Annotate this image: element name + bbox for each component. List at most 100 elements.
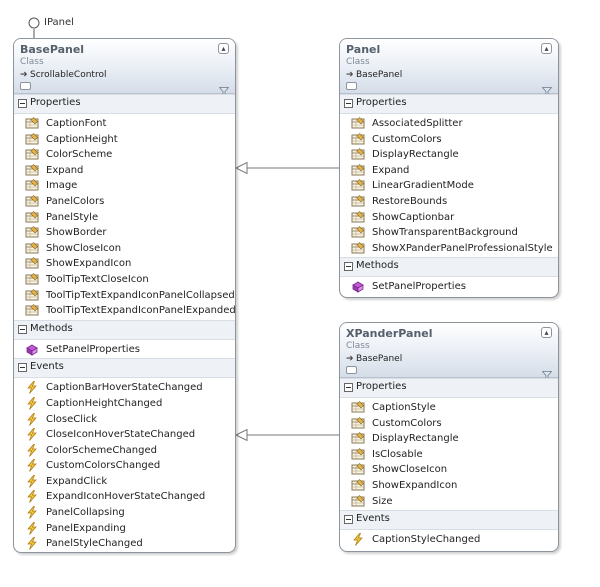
member-setpanelproperties[interactable]: SetPanelProperties <box>14 342 235 358</box>
member-expand[interactable]: Expand <box>340 163 558 179</box>
member-panelstylechanged[interactable]: PanelStyleChanged <box>14 536 235 552</box>
member-panelcollapsing[interactable]: PanelCollapsing <box>14 505 235 521</box>
section-collapse-toggle-icon[interactable] <box>344 515 353 525</box>
section-header-events[interactable]: Events <box>340 510 558 531</box>
member-customcolorschanged[interactable]: CustomColorsChanged <box>14 458 235 474</box>
member-captionstylechanged[interactable]: CaptionStyleChanged <box>340 532 558 548</box>
section-collapse-toggle-icon[interactable] <box>18 363 27 373</box>
member-size[interactable]: Size <box>340 494 558 510</box>
collapse-chevron-icon[interactable]: ▴ <box>541 43 552 54</box>
member-displayrectangle[interactable]: DisplayRectangle <box>340 147 558 163</box>
event-icon <box>25 412 39 426</box>
member-panelstyle[interactable]: PanelStyle <box>14 210 235 226</box>
member-panelcolors[interactable]: PanelColors <box>14 194 235 210</box>
member-showxpanderpanelprofessionalstyle[interactable]: ShowXPanderPanelProfessionalStyle <box>340 241 558 257</box>
section-collapse-toggle-icon[interactable] <box>18 99 27 108</box>
member-name: ShowExpandIcon <box>46 258 132 270</box>
expand-base-toggle[interactable] <box>346 82 357 90</box>
member-expand[interactable]: Expand <box>14 163 235 179</box>
section-title: Properties <box>356 381 407 392</box>
section-header-methods[interactable]: Methods <box>340 257 558 278</box>
member-customcolors[interactable]: CustomColors <box>340 132 558 148</box>
event-icon <box>25 381 39 395</box>
expand-base-toggle[interactable] <box>20 82 31 90</box>
property-icon <box>25 304 39 317</box>
member-setpanelproperties[interactable]: SetPanelProperties <box>340 279 558 295</box>
member-name: PanelCollapsing <box>46 507 125 519</box>
member-showtransparentbackground[interactable]: ShowTransparentBackground <box>340 225 558 241</box>
inheritance-arrowhead-panel <box>234 161 248 175</box>
member-image[interactable]: Image <box>14 178 235 194</box>
member-captionstyle[interactable]: CaptionStyle <box>340 400 558 416</box>
event-icon <box>25 443 39 457</box>
member-name: DisplayRectangle <box>372 149 459 161</box>
member-panelexpanding[interactable]: PanelExpanding <box>14 521 235 537</box>
collapse-chevron-icon[interactable]: ▴ <box>218 43 229 54</box>
member-name: ShowCloseIcon <box>46 242 122 254</box>
filter-icon[interactable] <box>541 81 553 97</box>
section-collapse-toggle-icon[interactable] <box>344 383 353 392</box>
member-closeclick[interactable]: CloseClick <box>14 412 235 428</box>
member-customcolors[interactable]: CustomColors <box>340 416 558 432</box>
event-icon <box>25 428 39 441</box>
member-colorschemechanged[interactable]: ColorSchemeChanged <box>14 443 235 459</box>
section-header-methods[interactable]: Methods <box>14 319 235 340</box>
member-expandclick[interactable]: ExpandClick <box>14 474 235 490</box>
member-tooltiptextcloseicon[interactable]: ToolTipTextCloseIcon <box>14 272 235 288</box>
member-captionfont[interactable]: CaptionFont <box>14 116 235 132</box>
section-title: Methods <box>30 322 73 334</box>
member-isclosable[interactable]: IsClosable <box>340 447 558 463</box>
section-header-properties[interactable]: Properties <box>14 94 235 114</box>
member-captionheight[interactable]: CaptionHeight <box>14 132 235 148</box>
filter-icon[interactable] <box>541 365 553 381</box>
event-icon <box>25 459 39 473</box>
property-icon <box>351 195 365 208</box>
section-title: Methods <box>356 260 399 272</box>
member-showcaptionbar[interactable]: ShowCaptionbar <box>340 210 558 226</box>
member-name: Expand <box>372 164 410 176</box>
member-tooltiptextexpandiconpanelexpanded[interactable]: ToolTipTextExpandIconPanelExpanded <box>14 303 235 319</box>
member-displayrectangle[interactable]: DisplayRectangle <box>340 431 558 447</box>
section-collapse-toggle-icon[interactable] <box>18 324 27 334</box>
member-showcloseicon[interactable]: ShowCloseIcon <box>14 241 235 257</box>
base-class-name: ScrollableControl <box>30 70 107 80</box>
section-header-events[interactable]: Events <box>14 358 235 379</box>
member-captionheightchanged[interactable]: CaptionHeightChanged <box>14 396 235 412</box>
section-header-properties[interactable]: Properties <box>340 378 558 398</box>
base-class: ➔ScrollableControl <box>20 70 106 80</box>
member-closeiconhoverstatechanged[interactable]: CloseIconHoverStateChanged <box>14 427 235 443</box>
member-showexpandicon[interactable]: ShowExpandIcon <box>14 256 235 272</box>
member-name: PanelStyle <box>46 211 99 223</box>
event-icon <box>25 521 39 535</box>
member-showexpandicon[interactable]: ShowExpandIcon <box>340 478 558 494</box>
member-showcloseicon[interactable]: ShowCloseIcon <box>340 462 558 478</box>
property-icon <box>25 117 39 130</box>
collapse-chevron-icon[interactable]: ▴ <box>541 327 552 338</box>
member-name: CaptionBarHoverStateChanged <box>46 382 203 394</box>
member-showborder[interactable]: ShowBorder <box>14 225 235 241</box>
class-name: BasePanel <box>20 43 85 56</box>
section-header-properties[interactable]: Properties <box>340 94 558 114</box>
member-colorscheme[interactable]: ColorScheme <box>14 147 235 163</box>
inherits-arrow-icon: ➔ <box>346 70 354 80</box>
filter-icon[interactable] <box>218 81 230 97</box>
expand-base-toggle[interactable] <box>346 366 357 374</box>
member-tooltiptextexpandiconpanelcollapsed[interactable]: ToolTipTextExpandIconPanelCollapsed <box>14 288 235 304</box>
property-icon <box>25 163 39 177</box>
member-expandiconhoverstatechanged[interactable]: ExpandIconHoverStateChanged <box>14 489 235 505</box>
method-icon <box>25 343 39 356</box>
member-associatedsplitter[interactable]: AssociatedSplitter <box>340 116 558 132</box>
member-restorebounds[interactable]: RestoreBounds <box>340 194 558 210</box>
member-name: ExpandClick <box>46 475 108 487</box>
section-collapse-toggle-icon[interactable] <box>344 262 353 272</box>
section-collapse-toggle-icon[interactable] <box>344 99 353 108</box>
member-name: Expand <box>46 164 84 176</box>
member-captionbarhoverstatechanged[interactable]: CaptionBarHoverStateChanged <box>14 380 235 396</box>
member-lineargradientmode[interactable]: LinearGradientMode <box>340 178 558 194</box>
